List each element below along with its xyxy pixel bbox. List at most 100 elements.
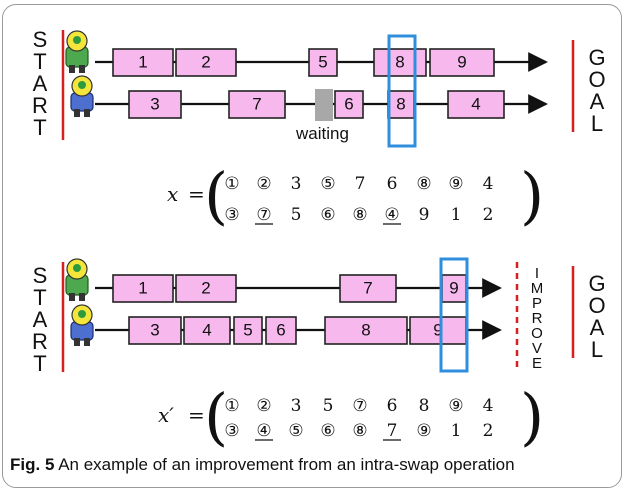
svg-text:3: 3 — [150, 320, 159, 339]
matrix-cell: ⑤ — [320, 174, 335, 194]
goal-letter: O — [588, 293, 605, 318]
worker-icon-green — [65, 30, 89, 73]
task-block: 5 — [233, 316, 263, 345]
worker-icon-blue — [70, 75, 94, 117]
svg-text:9: 9 — [449, 278, 458, 297]
svg-text:6: 6 — [276, 320, 285, 339]
matrix-cell: 2 — [483, 421, 494, 441]
task-block: 1 — [112, 48, 174, 77]
matrix-cell: 1 — [451, 421, 462, 441]
right-paren: ) — [520, 159, 544, 232]
task-block: 9 — [429, 48, 495, 77]
matrix-cell: 1 — [451, 205, 462, 225]
improve-letter: I — [535, 265, 539, 282]
matrix-cell: ③ — [224, 421, 239, 441]
svg-text:5: 5 — [318, 52, 327, 71]
task-block: 9 — [441, 274, 467, 303]
start-letter: A — [33, 307, 48, 332]
svg-text:4: 4 — [202, 320, 211, 339]
svg-text:1: 1 — [138, 278, 147, 297]
matrix-cell: ⑧ — [416, 174, 431, 194]
start-letter: R — [32, 329, 48, 354]
goal-letter: G — [588, 45, 605, 70]
matrix-cell: 3 — [291, 174, 302, 194]
task-block: 9 — [409, 316, 467, 345]
matrix-cell: ② — [256, 396, 271, 416]
waiting-block — [315, 89, 333, 121]
start-letter: T — [33, 115, 46, 140]
svg-text:9: 9 — [457, 52, 466, 71]
matrix-cell: ② — [256, 174, 271, 194]
goal-label-top: G O A L — [588, 45, 605, 136]
start-letter: T — [33, 351, 46, 376]
svg-text:6: 6 — [344, 94, 353, 113]
start-letter: A — [33, 71, 48, 96]
svg-text:3: 3 — [150, 94, 159, 113]
improve-letter: E — [532, 355, 542, 372]
task-block: 5 — [308, 48, 338, 77]
improve-letter: O — [531, 325, 543, 342]
task-block: 6 — [334, 90, 364, 119]
improve-label: I M P R O V E — [531, 265, 544, 372]
goal-letter: L — [591, 111, 603, 136]
figure-frame — [2, 4, 622, 488]
start-letter: T — [33, 49, 46, 74]
figure-caption: Fig. 5 An example of an improvement from… — [10, 455, 515, 475]
task-block: 2 — [175, 48, 237, 77]
improve-letter: M — [531, 280, 544, 297]
task-block: 8 — [373, 48, 427, 77]
task-block: 3 — [128, 90, 182, 119]
equation-variable: x′ — [158, 403, 174, 427]
task-block: 4 — [447, 90, 505, 119]
matrix-cell: 3 — [291, 396, 302, 416]
task-block: 8 — [387, 90, 415, 119]
matrix-cell: ① — [224, 396, 239, 416]
matrix-cell: 8 — [419, 396, 430, 416]
goal-letter: L — [591, 337, 603, 362]
matrix-cell: 5 — [291, 205, 302, 225]
right-paren: ) — [520, 380, 544, 453]
improve-letter: P — [532, 295, 542, 312]
swap-highlight-box — [439, 257, 469, 373]
swap-highlight-box — [387, 34, 417, 148]
matrix-cell: 7 — [355, 174, 366, 194]
svg-text:4: 4 — [471, 94, 480, 113]
goal-label-bottom: G O A L — [588, 271, 605, 362]
matrix-cell: 6 — [387, 396, 398, 416]
equation-equals: = — [188, 403, 205, 427]
left-paren: ( — [204, 380, 228, 453]
matrix-cell: ⑨ — [448, 396, 463, 416]
matrix-cell: 6 — [387, 174, 398, 194]
svg-text:1: 1 — [138, 52, 147, 71]
task-block: 6 — [265, 316, 297, 345]
goal-letter: O — [588, 67, 605, 92]
matrix-cell: 2 — [483, 205, 494, 225]
caption-text: An example of an improvement from an int… — [54, 455, 515, 474]
matrix-cell: ④ — [384, 205, 399, 225]
task-block: 2 — [175, 274, 237, 303]
matrix-cell: ⑨ — [416, 421, 431, 441]
svg-text:8: 8 — [395, 52, 404, 71]
start-letter: R — [32, 93, 48, 118]
svg-text:9: 9 — [433, 320, 442, 339]
matrix-cell: 9 — [419, 205, 430, 225]
matrix-cell: ⑧ — [352, 205, 367, 225]
svg-text:5: 5 — [243, 320, 252, 339]
matrix-cell: ⑦ — [256, 205, 271, 225]
svg-text:2: 2 — [201, 52, 210, 71]
task-block: 1 — [112, 274, 174, 303]
svg-text:7: 7 — [252, 94, 261, 113]
task-block: 7 — [228, 90, 286, 119]
matrix-cell: 7 — [387, 421, 398, 441]
goal-letter: A — [590, 89, 605, 114]
left-paren: ( — [204, 159, 228, 232]
improve-letter: V — [532, 340, 542, 357]
waiting-label: waiting — [295, 124, 349, 143]
matrix-cell: 5 — [323, 396, 334, 416]
matrix-cell: ⑤ — [288, 421, 303, 441]
goal-letter: G — [588, 271, 605, 296]
matrix-cell: 4 — [483, 396, 494, 416]
